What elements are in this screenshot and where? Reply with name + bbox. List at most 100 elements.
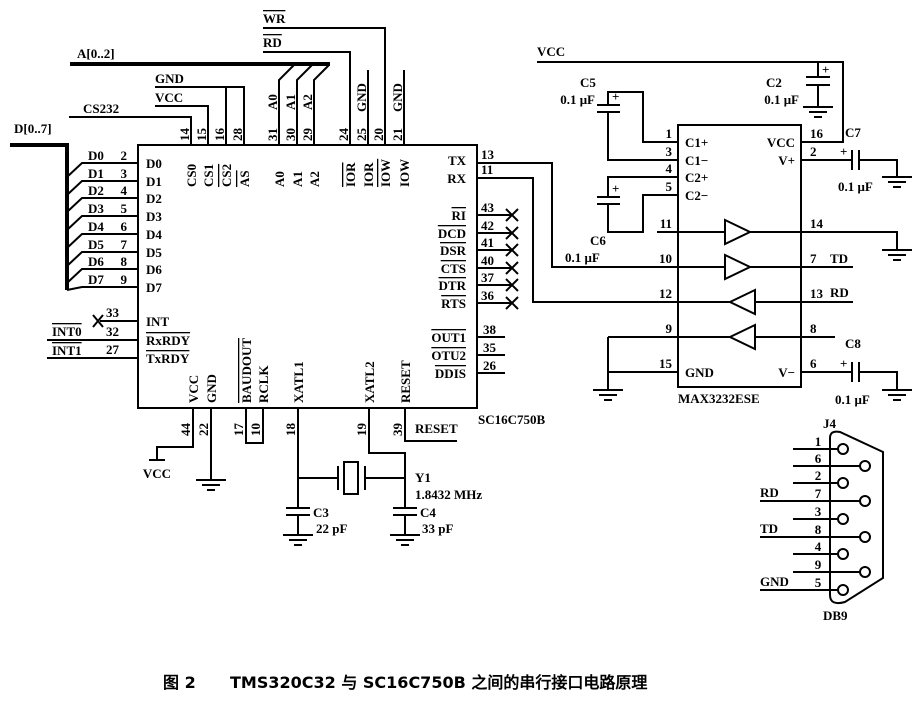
c6-wires xyxy=(597,176,678,233)
no-connect-x-icon xyxy=(477,278,519,292)
capacitor-value: 22 pF xyxy=(316,521,347,536)
reset-wire xyxy=(404,408,457,442)
net-label-a1: A1 xyxy=(283,94,298,110)
pin-name: CS2 xyxy=(219,164,234,187)
pin-name: A1 xyxy=(290,171,305,187)
net-label-rd: RD xyxy=(830,285,849,300)
pin-name: TxRDY xyxy=(146,351,190,366)
db9-pin-contact xyxy=(859,495,871,507)
pin-number: 28 xyxy=(230,128,245,142)
net-label-td: TD xyxy=(760,521,778,536)
pin-name: IOW xyxy=(378,159,393,187)
pin-number: 19 xyxy=(354,423,369,437)
connector-type: DB9 xyxy=(823,608,848,623)
db9-pin-number: 1 xyxy=(815,434,822,449)
pin-number: 25 xyxy=(354,128,369,142)
pin-number: 15 xyxy=(659,356,673,371)
pin-name: V+ xyxy=(778,153,795,168)
ground-symbols xyxy=(196,106,912,546)
pin-number: 8 xyxy=(810,321,817,336)
db9-pin-contact xyxy=(837,584,849,596)
capacitor-ref: C2 xyxy=(766,75,782,90)
pin-number: 24 xyxy=(336,128,351,142)
pin-name: RI xyxy=(452,208,466,223)
no-connect-x-icon xyxy=(477,296,519,310)
pin-number: 31 xyxy=(265,128,280,141)
pin-name: C1− xyxy=(685,153,708,168)
pin-number: 17 xyxy=(231,423,246,437)
capacitor-ref: C6 xyxy=(590,233,606,248)
xatl1-wire xyxy=(286,408,338,535)
pin-name: CS1 xyxy=(201,164,216,187)
pin-name: XATL2 xyxy=(362,361,377,403)
pin-number: 32 xyxy=(106,324,119,339)
ground-icon xyxy=(196,479,226,491)
net-label-a2: A2 xyxy=(300,94,315,110)
pin-name: D1 xyxy=(146,174,162,189)
db9-pin-number: 6 xyxy=(815,451,822,466)
data-bus xyxy=(10,143,69,290)
net-label-vcc: VCC xyxy=(537,44,565,59)
polarity-mark: + xyxy=(822,62,829,77)
pin-number: 10 xyxy=(248,423,263,436)
pin-name: D2 xyxy=(146,191,162,206)
vcc-cs1-wire xyxy=(155,105,209,145)
pin-number: 7 xyxy=(121,237,128,252)
polarity-mark: + xyxy=(612,89,619,104)
address-bus-label: A[0..2] xyxy=(77,46,115,61)
connector-ref: J4 xyxy=(823,416,837,431)
data-line xyxy=(66,286,138,291)
data-net-label: D1 xyxy=(88,166,104,181)
rx-to-r2out-wire xyxy=(477,177,730,303)
pin-number: 15 xyxy=(194,128,209,142)
pin-name: C2− xyxy=(685,188,708,203)
net-label-reset: RESET xyxy=(415,421,458,436)
pin-number: 14 xyxy=(810,216,824,231)
pin-number: 9 xyxy=(121,272,128,287)
capacitor-value: 0.1 μF xyxy=(838,179,873,194)
data-net-label: D3 xyxy=(88,201,104,216)
pin-number: 36 xyxy=(481,288,495,303)
figure-number: 图 2 xyxy=(163,673,196,692)
gnd-cs2-as-wire xyxy=(155,86,245,145)
driver-part-label: MAX3232ESE xyxy=(678,391,760,406)
pin-name: XATL1 xyxy=(291,361,306,403)
db9-pin-contact xyxy=(837,443,849,455)
pin-number: 22 xyxy=(196,423,211,436)
pin-name: TX xyxy=(448,153,467,168)
pin-name: CS0 xyxy=(184,164,199,187)
gnd-pin-wires xyxy=(367,70,405,145)
no-connect-x-icon xyxy=(477,261,519,275)
capacitor-ref: C7 xyxy=(845,125,861,140)
pin-name: GND xyxy=(685,365,714,380)
vcc-pin-wire xyxy=(149,408,194,461)
capacitor-ref: C4 xyxy=(420,505,436,520)
data-bus-label: D[0..7] xyxy=(14,121,52,136)
pin-number: 29 xyxy=(300,128,315,142)
crystal-y1 xyxy=(337,466,366,490)
db9-pin-number: 7 xyxy=(815,486,822,501)
pin-number: 11 xyxy=(481,162,493,177)
pin-name: DCD xyxy=(438,226,466,241)
db9-pins xyxy=(760,443,871,596)
pin-name: DDIS xyxy=(435,366,466,381)
no-connect-x-icon xyxy=(477,226,519,240)
pin-number: 40 xyxy=(481,253,494,268)
pin-name: GND xyxy=(204,374,219,403)
crystal-value: 1.8432 MHz xyxy=(415,487,482,502)
pin-name: D6 xyxy=(146,262,162,277)
data-net-label: D7 xyxy=(88,272,104,287)
net-label-gnd: GND xyxy=(760,574,789,589)
pin-name: D4 xyxy=(146,227,162,242)
cs232-wire xyxy=(69,116,192,145)
uart-part-label: SC16C750B xyxy=(478,412,546,427)
db9-pin-contact xyxy=(859,460,871,472)
pin-name: C1+ xyxy=(685,135,708,150)
db9-pin-number: 9 xyxy=(815,557,822,572)
db9-shell xyxy=(829,430,884,605)
data-line xyxy=(66,197,138,213)
polarity-mark: + xyxy=(612,181,619,196)
data-line xyxy=(66,215,138,231)
